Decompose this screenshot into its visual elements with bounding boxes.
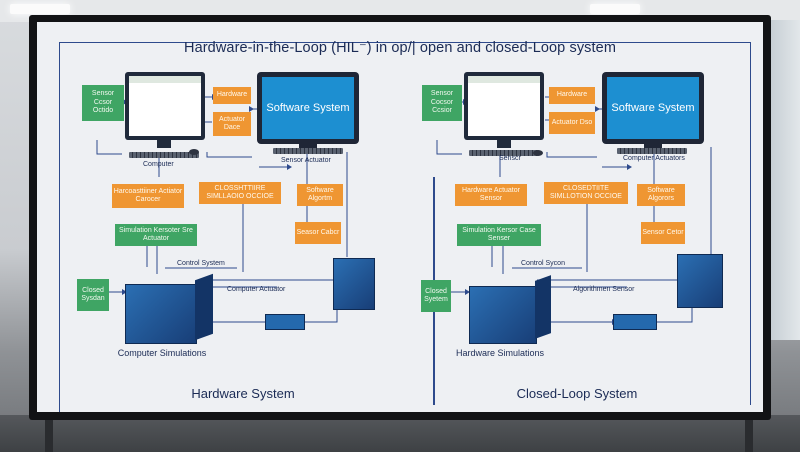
display-leg [45, 412, 53, 452]
ceiling-light [590, 4, 640, 14]
left-control-system-label: Control System [177, 260, 225, 267]
right-control-system-label: Control Sycon [521, 260, 565, 267]
right-controller-unit [677, 254, 723, 308]
left-software-alg-box: Software Algortm [297, 184, 343, 206]
right-hardware-sim-label: Hardware Simulations [455, 348, 545, 358]
left-software-monitor: Software System [257, 72, 359, 144]
right-keyboard [469, 150, 539, 156]
right-actuator-box: Actuator Dso [549, 112, 595, 134]
left-closed-system-box: Closed Sysdan [77, 279, 109, 311]
ceiling-light [10, 4, 70, 14]
left-mouse-icon [189, 149, 199, 155]
right-closed-system-box: Closed Syetem [421, 280, 451, 312]
left-actuator-device [265, 314, 305, 330]
page-title: Hardware-in-the-Loop (HIL⁻) in op/| open… [184, 40, 616, 56]
left-keyboard [129, 152, 199, 158]
left-computer-actuator-label: Computer Actuator [227, 286, 286, 293]
right-computer-actuators-label: Computer Actuators [623, 155, 685, 162]
right-monitor-stand [497, 140, 511, 148]
right-sensor-box: Sensor Cocsor Ccsior [422, 85, 462, 121]
left-actuator-box: Actuator Dace [213, 112, 251, 136]
display-leg [745, 412, 753, 452]
right-sensor-label: Senscr [499, 155, 521, 162]
display-screen: Hardware-in-the-Loop (HIL⁻) in op/| open… [37, 22, 763, 412]
left-sensor-small-box: Seasor Cabcr [295, 222, 341, 244]
left-controller-unit [333, 258, 375, 310]
left-footer: Hardware System [191, 386, 295, 401]
right-footer: Closed-Loop System [516, 386, 638, 401]
left-hardware-unit [125, 284, 197, 344]
right-hardware-unit-side [535, 275, 551, 339]
right-software-keyboard [617, 148, 687, 154]
right-simulation-box: Simulation Kersor Case Senser [457, 224, 541, 246]
left-hardware-unit-side [195, 273, 213, 341]
right-hardware-unit [469, 286, 537, 344]
right-software-stand [644, 144, 662, 150]
right-algorithm-label: Algorithmen Sensor [573, 286, 635, 293]
left-computer-label: Computer [143, 161, 174, 168]
right-software-alg-box: Software Algorors [637, 184, 685, 206]
left-sensor-box: Sensor Ccsor Octido [82, 85, 124, 121]
left-frame [59, 42, 420, 412]
left-monitor-stand [157, 140, 171, 148]
right-hardware-box: Hardware [549, 87, 595, 104]
right-mouse-icon [533, 150, 543, 156]
left-software-stand [299, 144, 317, 150]
right-software-label: Software System [607, 77, 699, 139]
right-sensor-device [613, 314, 657, 330]
right-closed-sim-box: CLOSEDTIITE SIMLLOTION OCCIOE [544, 182, 628, 204]
left-closed-sim-box: CLOSSHTTIIRE SIMLLAOIO OCCIOE [199, 182, 281, 204]
right-software-monitor: Software System [602, 72, 704, 144]
left-hardware-box: Hardware [213, 87, 251, 104]
right-computer-monitor [464, 72, 544, 140]
left-computer-sim-label: Computer Simulations [117, 348, 207, 358]
left-computer-monitor [125, 72, 205, 140]
left-software-label: Software System [262, 77, 354, 139]
left-hardware-sim-box: Harcoasttiiner Actiator Carocer [112, 184, 184, 208]
left-sensor-actuator-label: Sensor Actuator [281, 157, 331, 164]
left-software-keyboard [273, 148, 343, 154]
right-sensor-small-box: Sensor Cetor [641, 222, 685, 244]
right-hardware-sim-box: Hardware Actuator Sensor [455, 184, 527, 206]
floor [0, 415, 800, 452]
left-simulation-box: Simulation Kersoter Sre Actuator [115, 224, 197, 246]
